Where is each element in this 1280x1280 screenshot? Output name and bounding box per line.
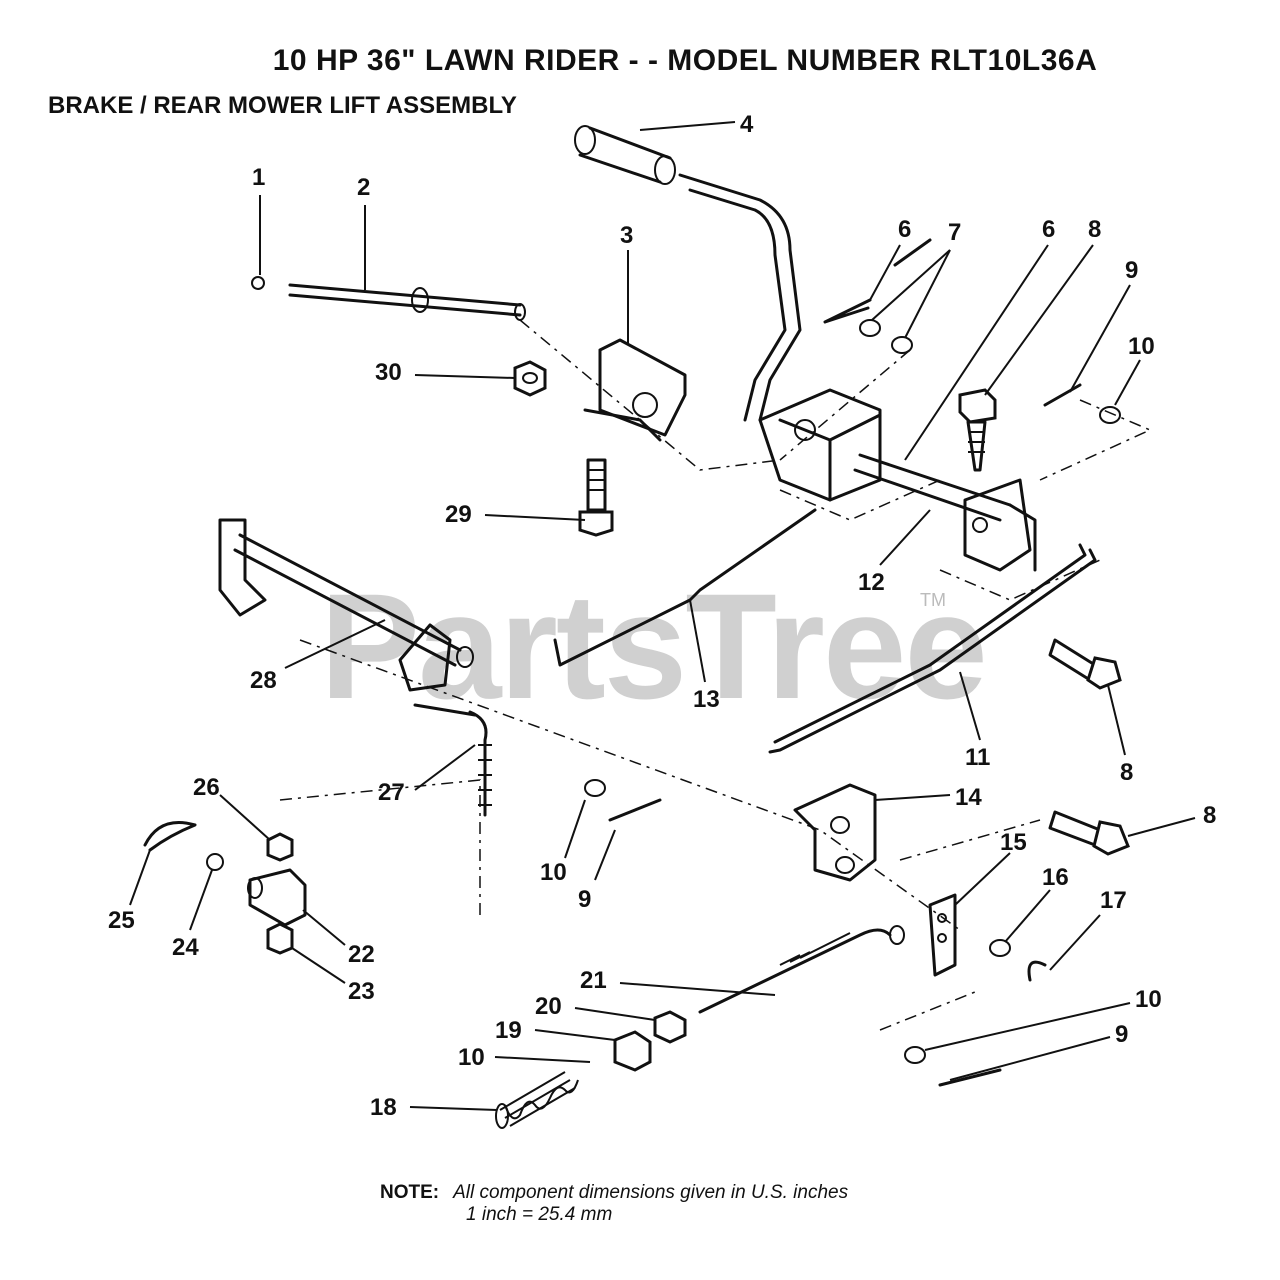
callout-10-right: 10 [1135, 986, 1162, 1013]
callout-9-mid: 9 [578, 886, 591, 913]
callout-4: 4 [740, 111, 754, 138]
callout-27: 27 [378, 779, 405, 806]
callout-2: 2 [357, 174, 370, 201]
dimension-note: NOTE: All component dimensions given in U… [380, 1182, 848, 1226]
part-12-lift-shaft [853, 453, 1037, 572]
assembly-center-lines [279, 319, 1152, 1031]
callout-10-lower: 10 [458, 1044, 485, 1071]
callout-10-mid: 10 [540, 859, 567, 886]
part-1-cap [251, 276, 265, 290]
part-17-clip [1027, 960, 1047, 982]
part-3-bracket [583, 338, 687, 442]
callout-3: 3 [620, 222, 633, 249]
part-21-brake-rod [698, 925, 905, 1014]
callout-29: 29 [445, 501, 472, 528]
callout-17: 17 [1100, 887, 1127, 914]
callout-24: 24 [172, 934, 199, 961]
page-title: 10 HP 36" LAWN RIDER - - MODEL NUMBER RL… [272, 44, 1098, 77]
part-29-bolt [578, 458, 614, 537]
part-26-nut [266, 832, 294, 862]
part-23-nut [266, 922, 294, 955]
callout-8-right: 8 [1120, 759, 1133, 786]
part-22-swivel [247, 868, 307, 927]
callout-12: 12 [858, 569, 885, 596]
lift-lever-rod [678, 173, 802, 422]
part-2-pivot-rod [288, 283, 526, 321]
callout-25: 25 [108, 907, 135, 934]
callout-9-right: 9 [1115, 1021, 1128, 1048]
callout-6-left: 6 [898, 216, 911, 243]
part-8-bolt-lower [1048, 810, 1130, 856]
callout-30: 30 [375, 359, 402, 386]
callout-21: 21 [580, 967, 607, 994]
watermark-trademark: TM [920, 590, 946, 610]
callout-14: 14 [955, 784, 982, 811]
callout-8-lower: 8 [1203, 802, 1216, 829]
callout-23: 23 [348, 978, 375, 1005]
callout-11: 11 [965, 744, 990, 771]
note-line-1: All component dimensions given in U.S. i… [453, 1182, 849, 1203]
callout-15: 15 [1000, 829, 1027, 856]
callout-16: 16 [1042, 864, 1069, 891]
callout-26: 26 [193, 774, 220, 801]
part-30-nut [513, 360, 547, 397]
part-4-handle-grip [574, 125, 676, 185]
callout-8-top: 8 [1088, 216, 1101, 243]
callout-numbers: 1 2 3 4 6 7 6 8 9 10 30 29 12 13 28 11 8… [108, 111, 1216, 1121]
callout-6-right: 6 [1042, 216, 1055, 243]
callout-10-top: 10 [1128, 333, 1155, 360]
callout-20: 20 [535, 993, 562, 1020]
callout-leader-lines [129, 121, 1196, 1111]
part-15-plate [928, 893, 957, 977]
callout-13: 13 [693, 686, 720, 713]
cotter-pins [608, 238, 1082, 1087]
note-line-2: 1 inch = 25.4 mm [466, 1204, 613, 1225]
assembly-subtitle: BRAKE / REAR MOWER LIFT ASSEMBLY [48, 92, 517, 119]
callout-7: 7 [948, 219, 961, 246]
part-14-bracket [793, 783, 877, 882]
part-8-bolt-right [1048, 638, 1122, 690]
callout-28: 28 [250, 667, 277, 694]
part-18-spring [495, 1071, 579, 1129]
callout-9-top: 9 [1125, 257, 1138, 284]
callout-22: 22 [348, 941, 375, 968]
lever-bracket [758, 388, 882, 502]
callout-19: 19 [495, 1017, 522, 1044]
part-20-nut [653, 1010, 687, 1044]
part-8-bolt-upper [958, 388, 997, 472]
part-27-eye-bolt [413, 703, 492, 817]
washers [206, 319, 1121, 1064]
part-19-nut [613, 1030, 652, 1072]
note-label: NOTE: [380, 1182, 440, 1203]
callout-1: 1 [252, 164, 265, 191]
callout-18: 18 [370, 1094, 397, 1121]
part-11-lift-link [768, 543, 1097, 754]
part-25-hairpin [143, 821, 197, 852]
part-28-rock-shaft [218, 518, 474, 692]
